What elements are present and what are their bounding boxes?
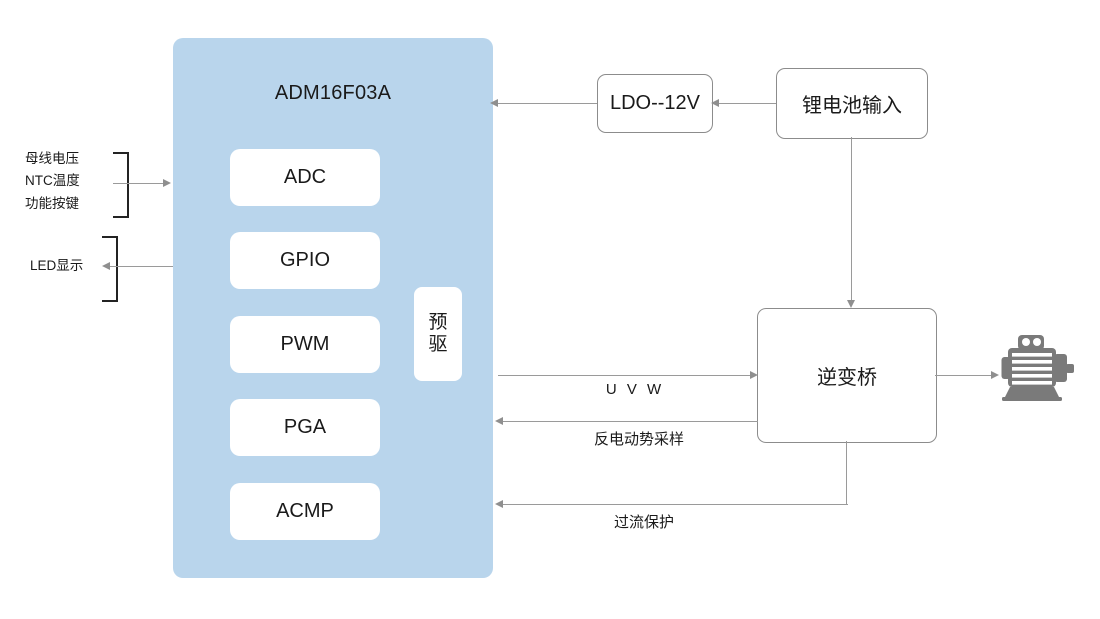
motor-icon — [1000, 333, 1076, 403]
peripheral-block-adc: ADC — [230, 149, 380, 206]
peripheral-block-pga: PGA — [230, 399, 380, 456]
edge-back-emf — [500, 421, 758, 422]
input-label-ntc-temp: NTC温度 — [25, 173, 80, 189]
arrow-head-inverter-to-motor — [991, 370, 999, 379]
edge-label-uvw: U V W — [605, 381, 665, 398]
peripheral-block-gpio: GPIO — [230, 232, 380, 289]
output-group-2-bracket — [102, 236, 118, 302]
arrow-head-input-group-1 — [163, 178, 171, 187]
predriver-label: 预驱 — [428, 311, 448, 355]
arrow-head-uvw — [750, 370, 758, 379]
edge-battery-to-ldo — [716, 103, 776, 104]
input-group-1-bracket — [113, 152, 129, 218]
edge-ldo-to-mcu — [495, 103, 597, 104]
edge-label-ocp: 过流保护 — [613, 514, 674, 531]
peripheral-block-acmp: ACMP — [230, 483, 380, 540]
peripheral-block-pwm: PWM — [230, 316, 380, 373]
mcu-title: ADM16F03A — [274, 82, 392, 104]
edge-led-display — [107, 266, 173, 267]
arrow-head-ldo-to-mcu — [490, 98, 498, 107]
predriver-block: 预驱 — [414, 287, 462, 381]
input-label-bus-voltage: 母线电压 — [25, 151, 79, 166]
edge-ocp-vertical — [846, 441, 847, 505]
edge-ocp-horizontal — [500, 504, 848, 505]
edge-label-back-emf: 反电动势采样 — [593, 431, 684, 448]
arrow-head-back-emf — [495, 416, 503, 425]
arrow-head-battery-to-inverter — [846, 300, 855, 308]
input-label-function-key: 功能按键 — [25, 195, 79, 211]
ldo-block: LDO--12V — [597, 74, 713, 133]
battery-input-block: 锂电池输入 — [776, 68, 928, 139]
inverter-bridge-block: 逆变桥 — [757, 308, 937, 443]
input-group-2-labels: LED显示 — [30, 255, 83, 277]
output-label-led-display: LED显示 — [30, 258, 84, 273]
input-group-1-labels: 母线电压 NTC温度 功能按键 — [25, 148, 80, 215]
arrow-head-ocp — [495, 499, 503, 508]
edge-uvw — [498, 375, 752, 376]
arrow-head-battery-to-ldo — [711, 98, 719, 107]
edge-input-group-1 — [113, 183, 165, 184]
edge-battery-to-inverter — [851, 137, 852, 300]
edge-inverter-to-motor — [935, 375, 993, 376]
arrow-head-led-display — [102, 261, 110, 270]
